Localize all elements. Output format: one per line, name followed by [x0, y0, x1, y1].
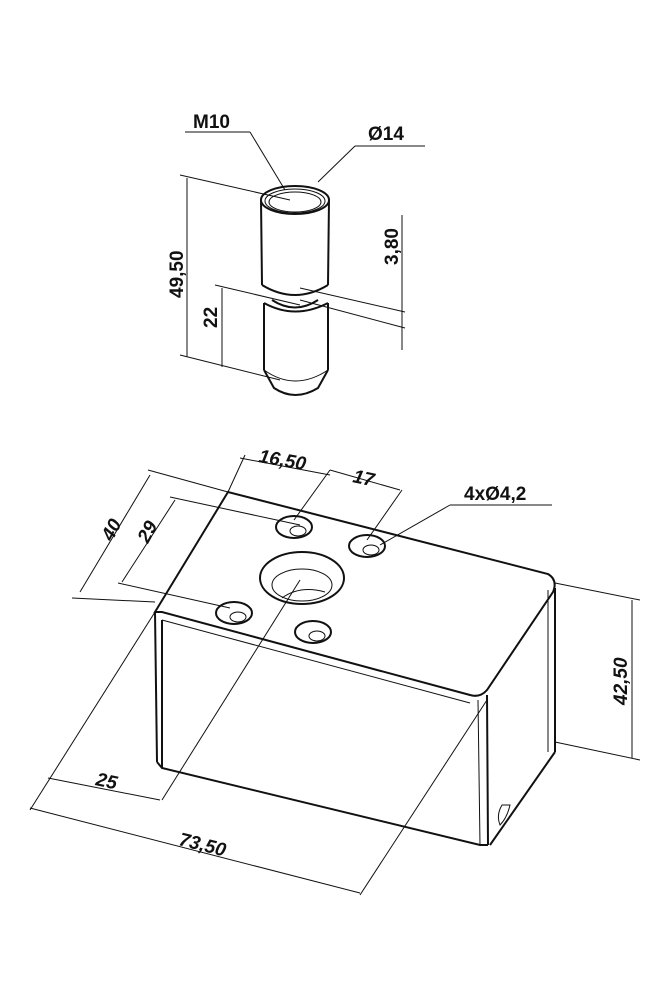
gap-label: 3,80 — [382, 228, 403, 265]
length-label: 73,50 — [177, 829, 229, 861]
holes-label: 4xØ4,2 — [464, 484, 526, 505]
pin-dimensions: M10 Ø14 49,50 22 3,80 — [167, 112, 425, 381]
block-part — [153, 490, 556, 846]
depth-inner-label: 29 — [133, 517, 162, 547]
pin-part — [260, 185, 330, 396]
lower-length-label: 22 — [201, 307, 222, 328]
depth-outer-label: 40 — [97, 515, 126, 545]
hole-spacing-a-label: 16,50 — [257, 446, 308, 475]
total-length-label: 49,50 — [167, 250, 188, 298]
hole-spacing-b-label: 17 — [351, 466, 377, 491]
block-dimensions: 16,50 17 4xØ4,2 40 29 42,50 25 73,50 — [29, 446, 641, 896]
thread-label: M10 — [193, 112, 230, 133]
diameter-label: Ø14 — [368, 124, 404, 145]
height-label: 42,50 — [611, 657, 632, 706]
center-offset-label: 25 — [93, 769, 119, 794]
